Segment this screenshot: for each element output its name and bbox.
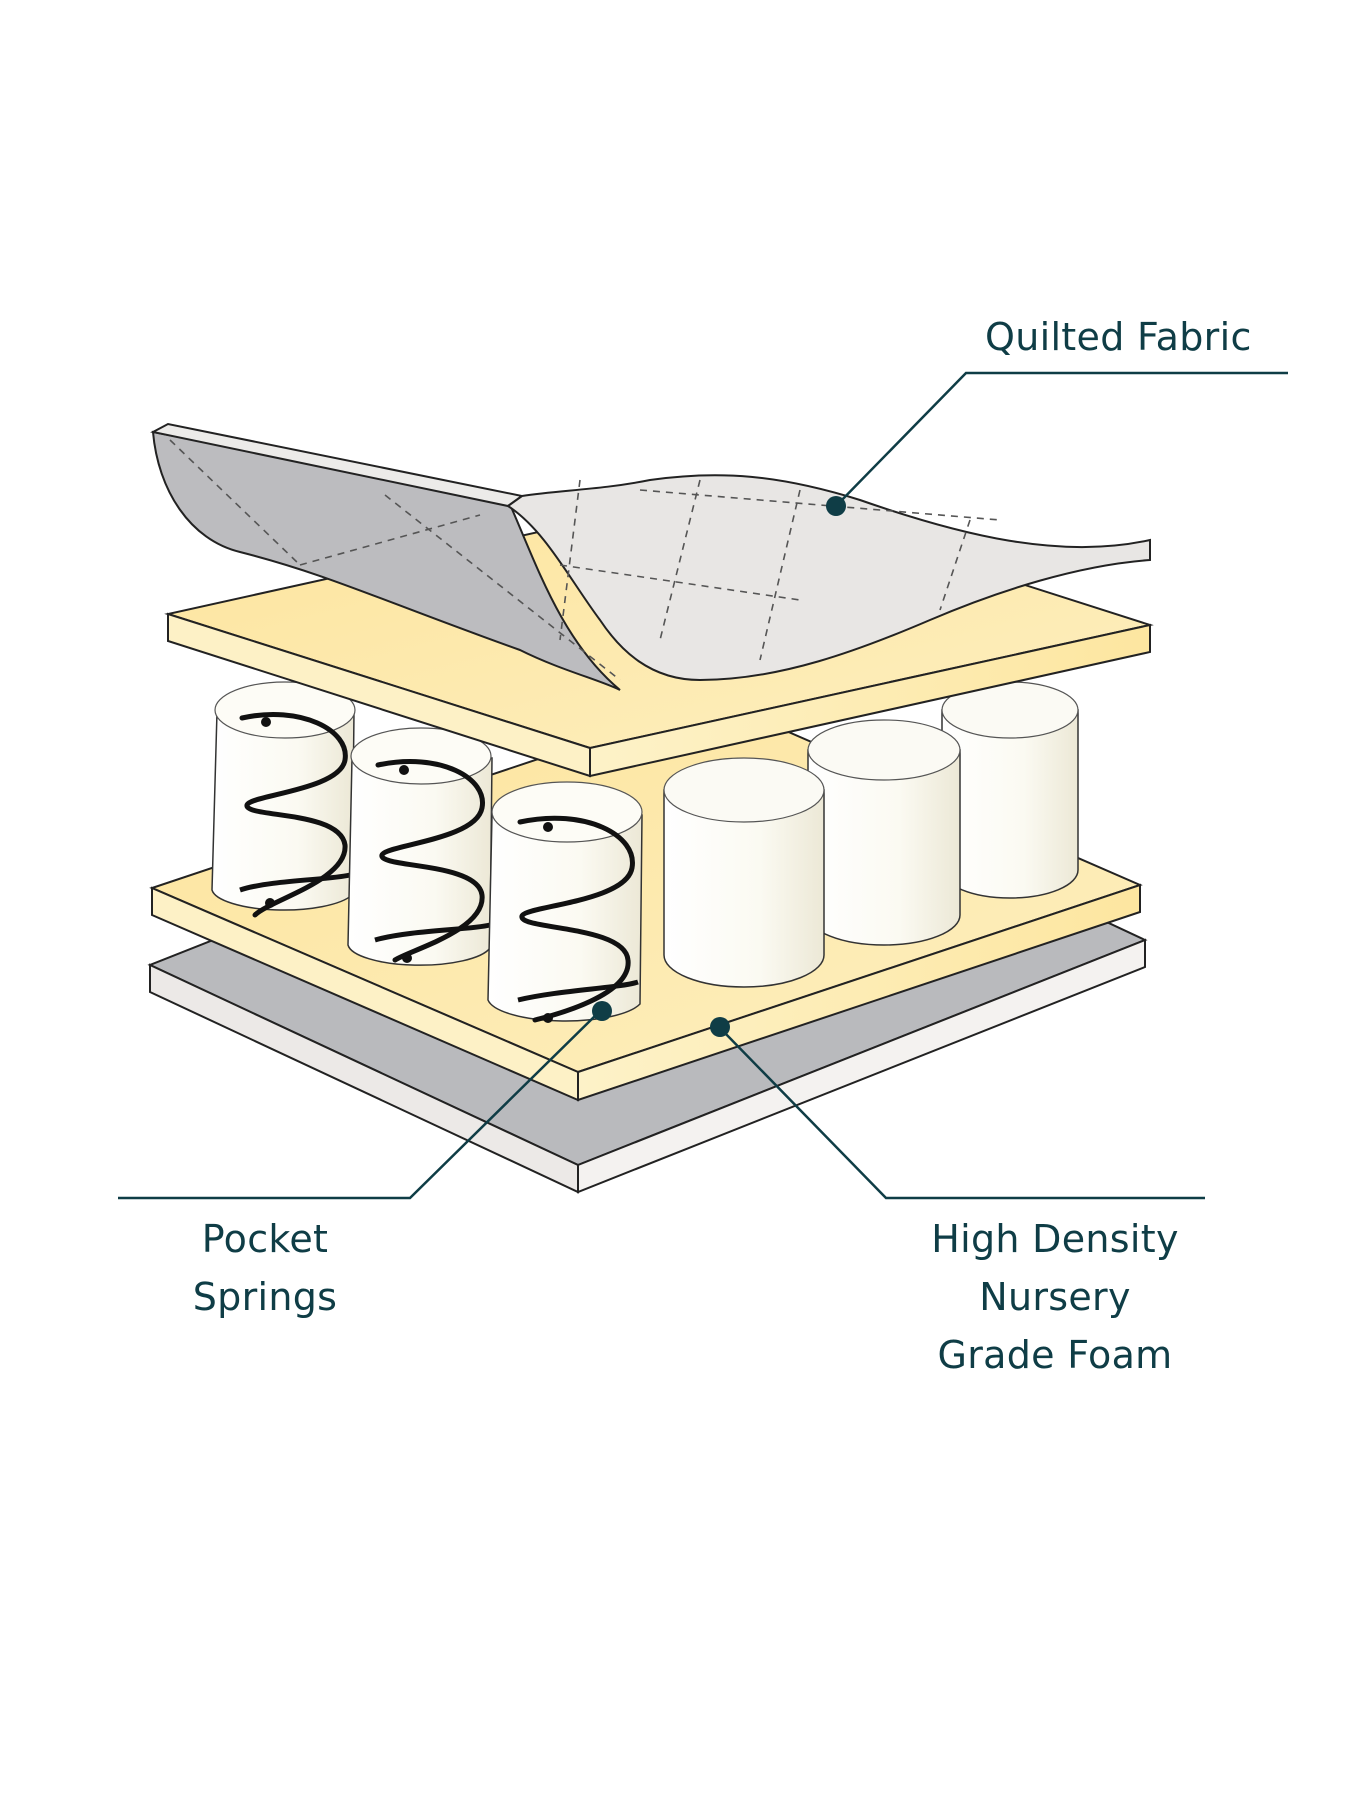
label-line: High Density: [931, 1217, 1179, 1261]
spring-pocket: [347, 727, 493, 966]
plain-pocket: [663, 757, 825, 988]
label-line: Pocket: [201, 1217, 329, 1261]
plain-pocket: [941, 681, 1079, 899]
spring-pocket: [487, 781, 643, 1023]
base-layer-right-side: [577, 938, 1146, 1194]
callout-foam-dot: [710, 1017, 730, 1037]
plain-pocket: [807, 719, 961, 946]
spring-coil-icon: [375, 759, 485, 963]
fabric-top: [506, 474, 1151, 682]
fabric-underside: [151, 430, 621, 691]
label-quilted-fabric: Quilted Fabric: [985, 308, 1252, 366]
callout-foam-leader: [721, 1029, 1205, 1200]
spring-coil-icon: [239, 712, 348, 918]
callout-quilted-fabric-leader: [835, 371, 1288, 507]
label-line: Springs: [192, 1275, 338, 1319]
label-line: Nursery: [979, 1275, 1131, 1319]
callout-pocket-springs-dot: [592, 1001, 612, 1021]
label-line: Grade Foam: [937, 1333, 1173, 1377]
spring-pocket: [211, 681, 356, 918]
upper-foam-right-side: [589, 623, 1151, 778]
spring-pockets: [211, 681, 643, 1023]
quilted-fabric-layer: [150, 422, 1151, 691]
lower-foam-right-side: [577, 883, 1141, 1102]
label-high-density-foam: High Density Nursery Grade Foam: [895, 1210, 1215, 1384]
callout-pocket-springs-leader: [118, 1010, 601, 1200]
plain-pockets: [663, 681, 1079, 988]
callout-quilted-fabric-dot: [826, 496, 846, 516]
quilt-stitching: [169, 439, 1001, 681]
label-line: Quilted Fabric: [985, 315, 1252, 359]
label-pocket-springs: Pocket Springs: [160, 1210, 370, 1326]
